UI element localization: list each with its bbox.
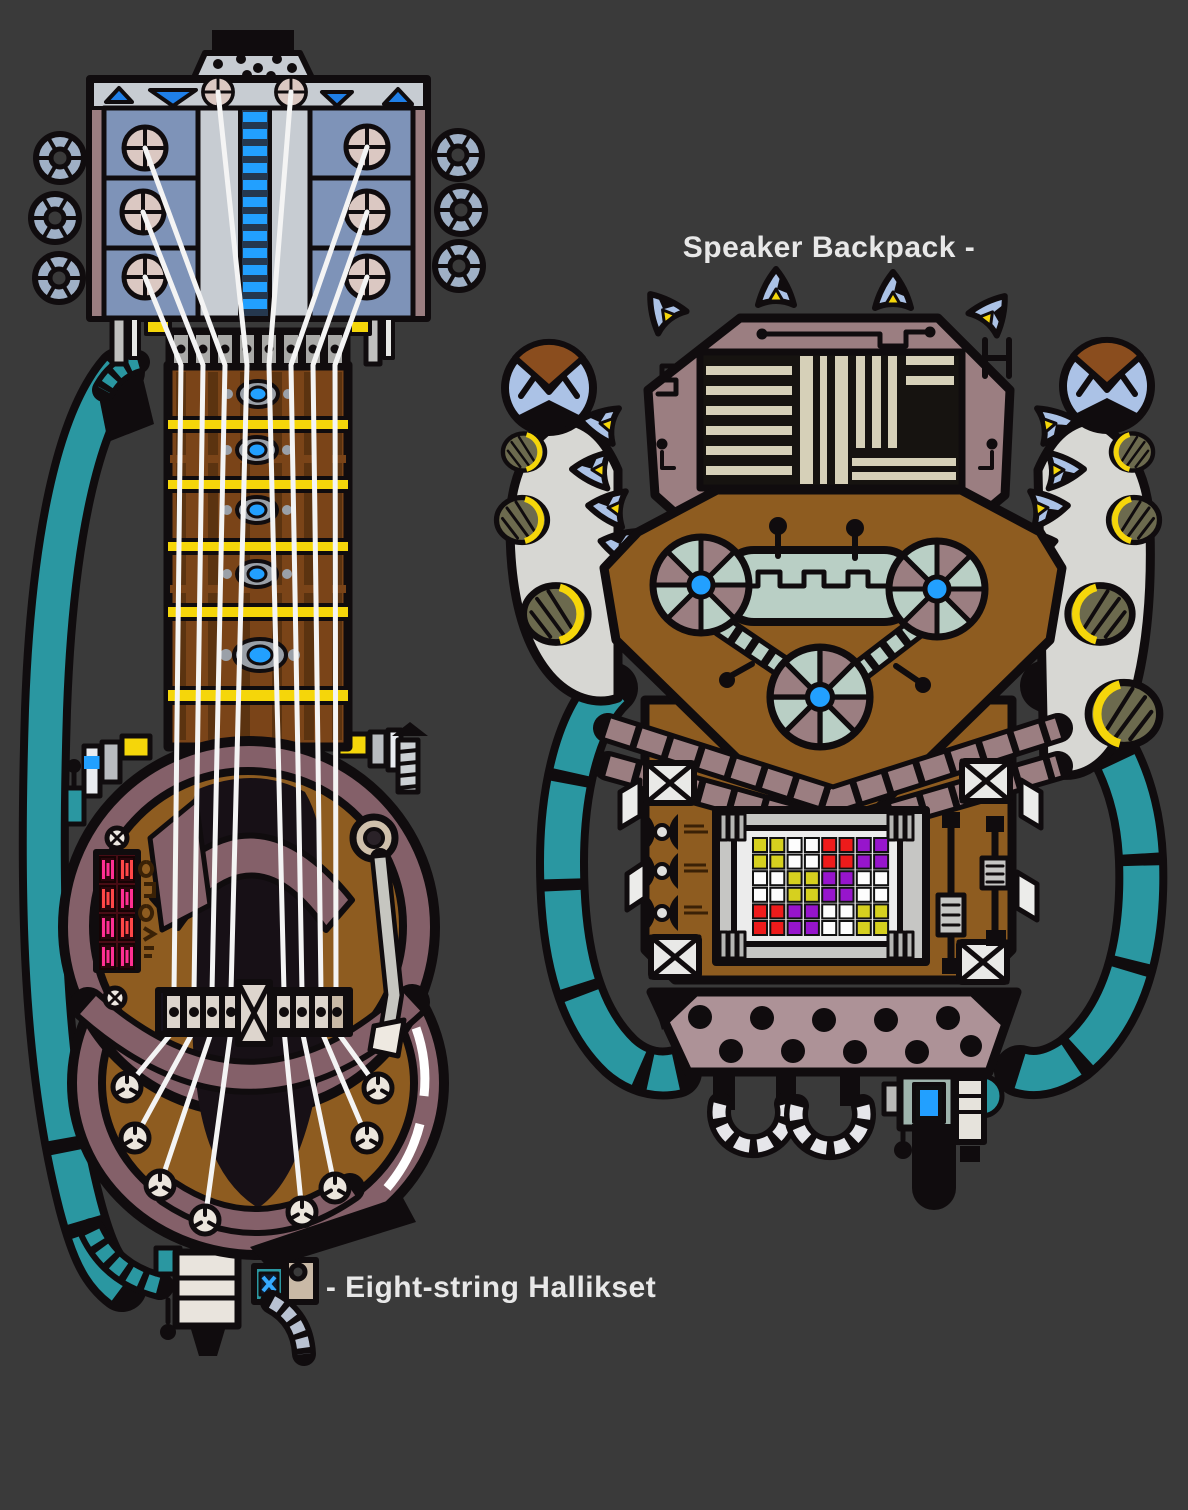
screw-head	[392, 722, 428, 736]
frets	[164, 416, 352, 705]
fan-bottom	[770, 647, 870, 747]
base	[646, 987, 1022, 1210]
ladder-rungs	[243, 112, 267, 309]
panel-glyphs	[684, 824, 708, 915]
speaker-backpack-illustration	[497, 269, 1168, 1210]
pink-button-grid	[99, 856, 135, 970]
top-fittings	[63, 722, 428, 827]
feet	[707, 1092, 876, 1161]
top-band-triangles	[104, 86, 414, 108]
flag-decor	[617, 777, 1044, 923]
connector-unit	[881, 1072, 1005, 1210]
x-icon	[261, 1275, 277, 1293]
tail	[912, 1124, 956, 1210]
sliders	[935, 812, 1011, 974]
bottom-attachments	[78, 1218, 319, 1366]
side-display	[93, 825, 158, 1011]
left-arm	[497, 339, 623, 706]
headstock	[31, 30, 485, 371]
button-pad	[712, 806, 930, 966]
fan-right	[889, 541, 985, 637]
backpack-label: Speaker Backpack -	[683, 231, 976, 264]
fan-left	[653, 537, 749, 633]
whammy-bar	[349, 813, 407, 1059]
bridge	[155, 979, 353, 1047]
strings	[124, 89, 381, 1223]
neck	[163, 360, 353, 752]
speaker-grille	[643, 313, 1015, 525]
plate-dots	[688, 1005, 982, 1064]
control-panel	[617, 761, 1044, 982]
button-grid	[752, 837, 890, 936]
hallikset-label: - Eight-string Hallikset	[326, 1271, 656, 1304]
aurebesh-glyphs	[138, 860, 158, 958]
fans	[653, 517, 985, 747]
circuit-doodles	[655, 326, 1012, 470]
hallikset-illustration	[18, 30, 485, 1366]
